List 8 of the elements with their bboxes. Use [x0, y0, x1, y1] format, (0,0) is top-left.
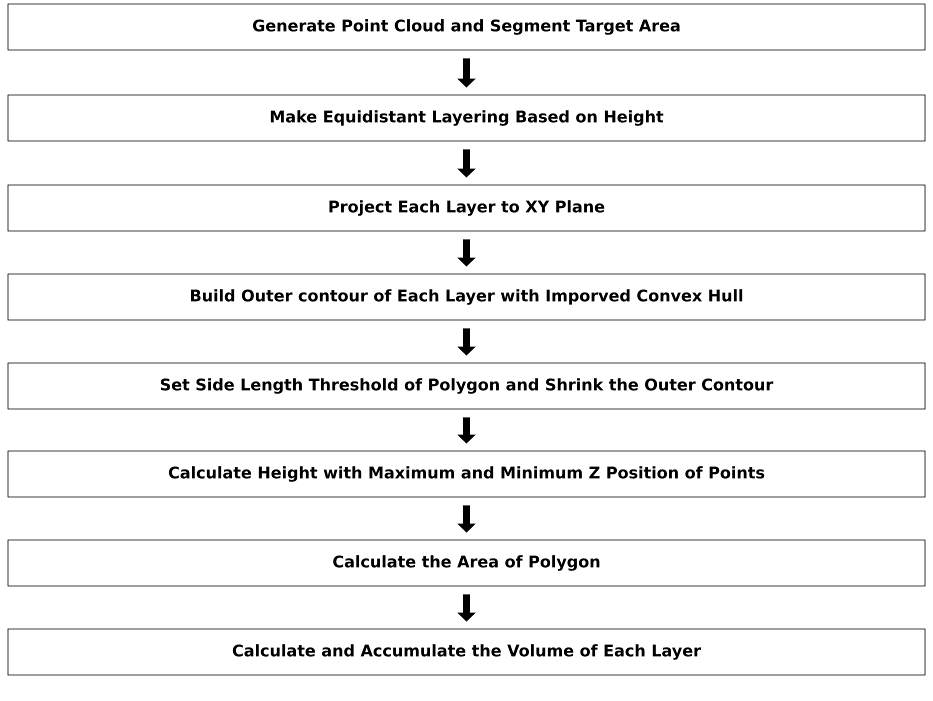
process-box: Calculate Height with Maximum and Minimum Z Position of Points: [8, 450, 926, 498]
process-box: Set Side Length Threshold of Polygon and Shrink the Outer Contour: [8, 362, 926, 410]
process-box: Generate Point Cloud and Segment Target Area: [8, 4, 926, 50]
process-box: Project Each Layer to XY Plane: [8, 184, 926, 232]
process-box: Make Equidistant Layering Based on Height: [8, 94, 926, 142]
process-box: Build Outer contour of Each Layer with Imporved Convex Hull: [8, 274, 926, 320]
process-box: Calculate the Area of Polygon: [8, 540, 926, 586]
process-box: Calculate and Accumulate the Volume of Each Layer: [8, 628, 926, 676]
